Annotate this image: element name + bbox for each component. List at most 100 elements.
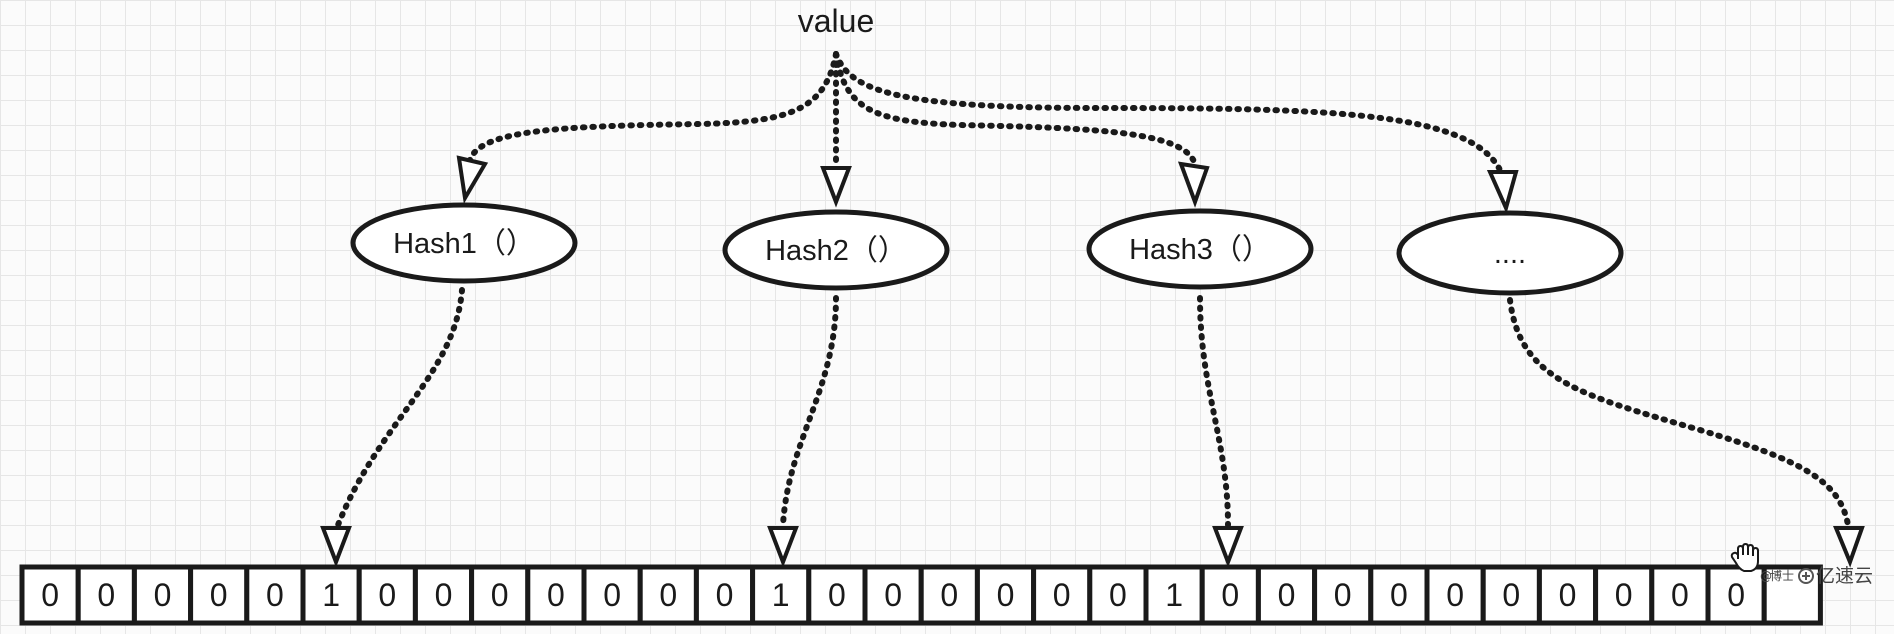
hash-node-2: Hash2（） — [722, 209, 950, 291]
hash1-label: Hash1（） — [393, 228, 535, 260]
bit-value: 1 — [772, 577, 790, 613]
value-label: value — [798, 3, 875, 39]
bit-cell: 0 — [1199, 564, 1261, 626]
bit-value: 0 — [97, 577, 115, 613]
bit-cell: 0 — [244, 564, 306, 626]
hash-node-1: Hash1（） — [350, 202, 578, 284]
bit-value: 0 — [603, 577, 621, 613]
edge-hash4-to-bit — [1507, 297, 1851, 528]
bit-cell: 0 — [1424, 564, 1486, 626]
bit-value: 1 — [1165, 577, 1183, 613]
bit-cell-box — [862, 564, 924, 626]
bit-cell: 0 — [693, 564, 756, 626]
bit-value: 0 — [1278, 577, 1296, 613]
yisu-logo-icon — [1798, 568, 1814, 584]
bit-cell-box — [1312, 564, 1374, 626]
edge-value-to-hash1 — [467, 51, 839, 163]
bit-cell: 0 — [1312, 564, 1374, 626]
bit-cell: 0 — [188, 564, 250, 626]
hash-node-3: Hash3（） — [1086, 208, 1314, 290]
bit-cell: 1 — [300, 564, 362, 626]
bit-cell-box — [1087, 564, 1149, 626]
bit-cell: 0 — [581, 564, 643, 626]
bit-cell: 0 — [1087, 564, 1149, 626]
bit-cell: 0 — [469, 564, 531, 626]
bit-cell: 0 — [1705, 564, 1767, 626]
hash4-label: .... — [1494, 238, 1526, 270]
bit-cell: 0 — [412, 564, 475, 626]
bit-value: 0 — [491, 577, 509, 613]
bit-cell-box — [1424, 564, 1486, 626]
hash1-ellipse — [350, 202, 578, 284]
arrowhead-bit-hash4 — [1833, 526, 1865, 568]
bit-value: 0 — [1671, 577, 1689, 613]
bit-cell-box — [1761, 564, 1823, 626]
bit-cell: 0 — [862, 564, 924, 626]
bit-value: 0 — [1446, 577, 1464, 613]
bit-cell: 0 — [131, 564, 194, 626]
bit-value: 0 — [716, 577, 734, 613]
bit-cell: 0 — [974, 564, 1037, 626]
arrowheads-hash — [456, 155, 1519, 214]
bit-value: 1 — [322, 577, 340, 613]
bit-cell-box — [244, 564, 306, 626]
arrowhead-bit-hash2 — [767, 526, 799, 568]
bit-value: 0 — [828, 577, 846, 613]
bit-cell: 0 — [806, 564, 868, 626]
watermark-brand: 亿速云 — [1816, 565, 1873, 587]
bit-value: 0 — [1221, 577, 1239, 613]
bit-cell-box — [1536, 564, 1599, 626]
hand-cursor-icon — [1730, 542, 1759, 572]
edge-hash1-to-bit — [335, 287, 465, 528]
edge-value-to-hash4 — [833, 51, 1503, 173]
bit-cell: 0 — [1031, 564, 1093, 626]
bit-value: 0 — [435, 577, 453, 613]
watermark-author: 博士 — [1770, 568, 1794, 583]
bit-value: 0 — [266, 577, 284, 613]
bit-cell-box — [1143, 564, 1205, 626]
bit-value: 0 — [1559, 577, 1577, 613]
bit-cell: 0 — [637, 564, 699, 626]
bit-value: 0 — [940, 577, 958, 613]
bit-value: 0 — [1334, 577, 1352, 613]
bit-cell: 0 — [525, 564, 587, 626]
bit-cell: 0 — [1649, 564, 1711, 626]
bit-cell: 1 — [750, 564, 812, 626]
hash2-label: Hash2（） — [765, 235, 907, 267]
bit-cell: 0 — [918, 564, 980, 626]
edges-value-to-hash — [467, 51, 1503, 173]
bit-value: 0 — [1727, 577, 1745, 613]
bit-cell: 1 — [1143, 564, 1205, 626]
bit-cell — [1761, 564, 1823, 626]
hash4-ellipse — [1396, 210, 1624, 296]
bit-value: 0 — [547, 577, 565, 613]
hash3-label: Hash3（） — [1129, 234, 1271, 266]
bit-value: 0 — [1109, 577, 1127, 613]
arrowhead-bit-hash1 — [320, 526, 352, 568]
bit-cell: 0 — [1593, 564, 1655, 626]
bit-cell-box — [131, 564, 194, 626]
bit-cell-box — [1649, 564, 1711, 626]
hash2-ellipse — [722, 209, 950, 291]
arrowhead-hash3 — [1177, 161, 1210, 208]
bit-value: 0 — [378, 577, 396, 613]
edge-hash2-to-bit — [780, 295, 839, 528]
arrowhead-hash4 — [1486, 170, 1519, 214]
arrowhead-hash1 — [456, 155, 489, 204]
arrowheads-bits — [320, 526, 1865, 568]
bit-cell-box — [19, 564, 81, 626]
bit-cell: 0 — [1255, 564, 1318, 626]
hash3-ellipse — [1086, 208, 1314, 290]
bit-value: 0 — [997, 577, 1015, 613]
bit-cell-box — [750, 564, 812, 626]
edge-hash3-to-bit — [1197, 295, 1231, 528]
bit-value: 0 — [1053, 577, 1071, 613]
hash-node-4: .... — [1396, 210, 1624, 296]
bit-value: 0 — [1390, 577, 1408, 613]
bit-value: 0 — [884, 577, 902, 613]
bit-cell: 0 — [1536, 564, 1599, 626]
edges-hash-to-bits — [335, 287, 1851, 528]
